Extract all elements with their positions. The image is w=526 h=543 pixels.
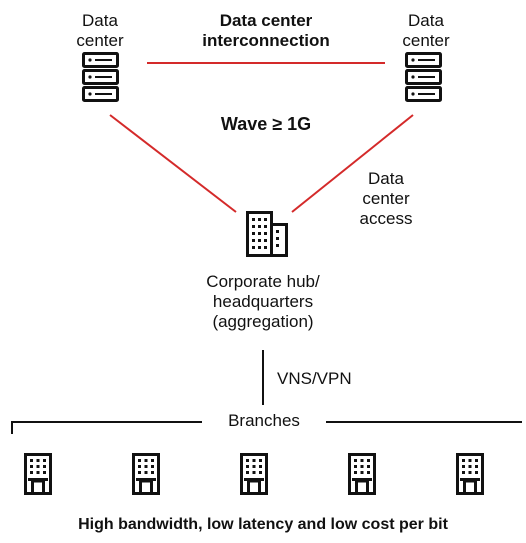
branch-building-icon bbox=[240, 453, 268, 495]
server-rack-icon bbox=[82, 52, 119, 102]
hub-line2: headquarters bbox=[212, 292, 314, 311]
branch-building-icon bbox=[456, 453, 484, 495]
access-line2: center bbox=[362, 189, 410, 208]
branches-label: Branches bbox=[228, 411, 300, 430]
data-center-left-line2: center bbox=[76, 31, 124, 50]
data-center-access-label: Data center access bbox=[350, 169, 422, 229]
hub-line3: (aggregation) bbox=[212, 312, 314, 331]
branch-building-icon bbox=[24, 453, 52, 495]
data-center-right-label: Data center bbox=[396, 11, 456, 51]
interconnection-line2: interconnection bbox=[202, 31, 330, 50]
hub-line1: Corporate hub/ bbox=[206, 272, 320, 291]
data-center-right-line1: Data bbox=[408, 11, 444, 30]
office-building-icon bbox=[246, 211, 288, 257]
branch-building-icon bbox=[348, 453, 376, 495]
branch-building-icon bbox=[132, 453, 160, 495]
footer-caption: High bandwidth, low latency and low cost… bbox=[78, 516, 448, 533]
access-line3: access bbox=[359, 209, 413, 228]
interconnection-label: Data center interconnection bbox=[176, 11, 356, 51]
data-center-left-line1: Data bbox=[82, 11, 118, 30]
data-center-left-label: Data center bbox=[70, 11, 130, 51]
vns-vpn-label: VNS/VPN bbox=[277, 369, 352, 388]
left-datacenter-hub-link bbox=[109, 114, 237, 213]
interconnection-line1: Data center bbox=[219, 11, 313, 30]
server-rack-icon bbox=[405, 52, 442, 102]
access-line1: Data bbox=[368, 169, 404, 188]
right-datacenter-hub-link bbox=[291, 114, 414, 213]
wave-label: Wave ≥ 1G bbox=[220, 114, 312, 134]
corporate-hub-label: Corporate hub/ headquarters (aggregation… bbox=[173, 272, 353, 332]
data-center-right-line2: center bbox=[402, 31, 450, 50]
